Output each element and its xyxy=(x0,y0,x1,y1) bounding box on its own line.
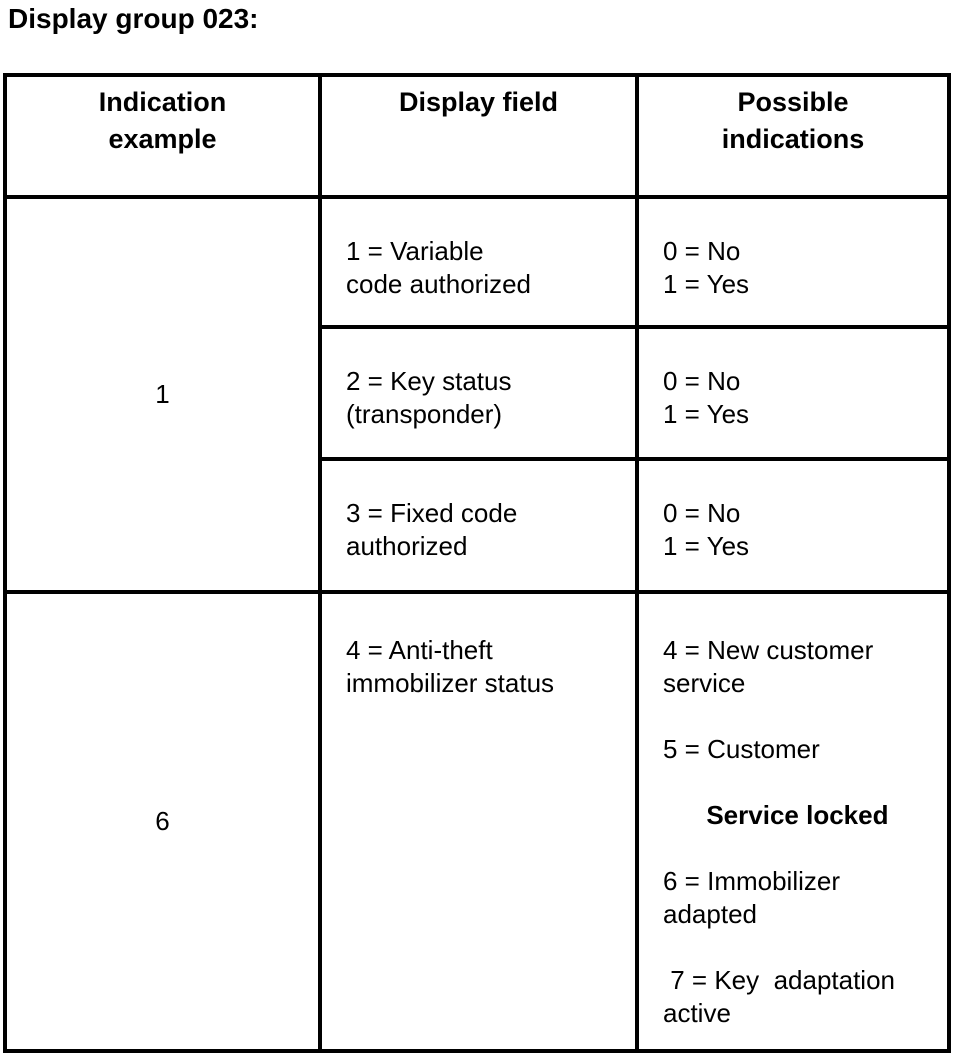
page-title: Display group 023: xyxy=(8,3,259,34)
cell-display-field-key-status: 2 = Key status(transponder) xyxy=(322,329,639,461)
cell-indication-example-1: 1 xyxy=(7,199,322,594)
header-display-field: Display field xyxy=(322,77,639,199)
cell-indication-example-6: 6 xyxy=(7,594,322,1049)
